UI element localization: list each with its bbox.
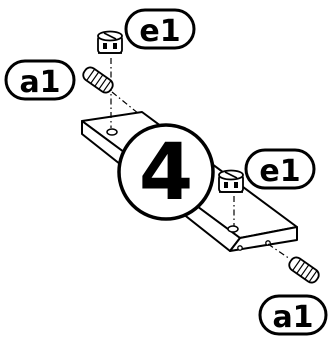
label-cam-top-text: e1 — [139, 14, 180, 49]
guide-dowel-bottom — [267, 243, 291, 260]
label-dowel-bottom: a1 — [258, 294, 328, 336]
dowel-left — [82, 66, 114, 94]
label-cam-top: e1 — [124, 8, 196, 50]
step-badge: 4 — [117, 123, 215, 221]
board-hole-right — [227, 225, 239, 233]
wooden-dowel-icon — [82, 66, 114, 94]
cam-lock-fitting-icon — [218, 169, 244, 193]
step-number: 4 — [139, 128, 193, 218]
cam-lock-top — [97, 30, 123, 54]
dowel-bottom — [288, 256, 320, 284]
label-dowel-left-text: a1 — [19, 65, 60, 100]
board-hole-left — [106, 128, 118, 136]
assembly-guides — [110, 58, 291, 260]
label-cam-right-text: e1 — [259, 154, 300, 189]
board-end-face — [229, 226, 298, 252]
wooden-dowel-icon — [288, 256, 320, 284]
cam-lock-right — [218, 169, 244, 193]
label-dowel-left: a1 — [4, 59, 76, 101]
label-cam-right: e1 — [244, 148, 316, 190]
guide-dowel-left — [111, 91, 140, 115]
board-end-hole-1 — [237, 245, 243, 251]
cam-lock-fitting-icon — [97, 30, 123, 54]
label-dowel-bottom-text: a1 — [272, 300, 313, 335]
